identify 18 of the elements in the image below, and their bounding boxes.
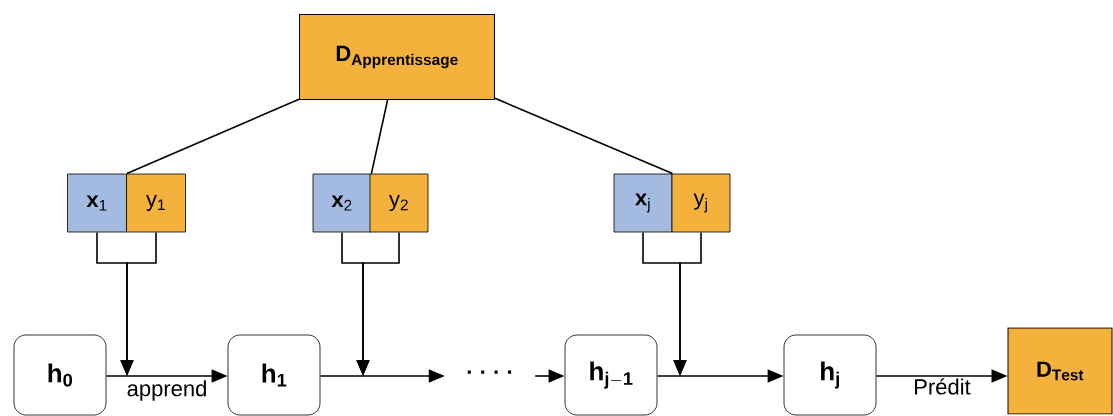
state-box: $\mathbf{h}_{\mathbf{j-1}}$: [564, 334, 658, 416]
data-box: $\mathbf{D}_{\mathbf{Test}}$: [1007, 327, 1113, 415]
connector-line: [494, 97, 674, 175]
state-box: $\mathbf{h}_{\mathbf{0}}$: [13, 334, 107, 416]
state-box: $\mathbf{h}_{\mathbf{1}}$: [227, 334, 321, 416]
feature-box: $\mathbf{x}_{\mathrm{2}}$: [312, 173, 372, 233]
connector-line: [370, 99, 389, 175]
feature-box: $\mathbf{x}_{\mathrm{j}}$: [613, 173, 673, 233]
label-box: $\mathrm{y}_{\mathrm{1}}$: [126, 173, 186, 233]
edge-label: Prédit: [915, 378, 971, 395]
data-box: $\mathbf{D}_{\mathbf{Apprentissage}}$: [299, 14, 495, 100]
label-box: $\mathrm{y}_{\mathrm{2}}$: [369, 173, 429, 233]
connector-line: [126, 98, 300, 175]
feature-box: $\mathbf{x}_{\mathrm{1}}$: [67, 173, 127, 233]
ellipsis-text: · · · ·: [467, 370, 512, 374]
edge-label: apprend: [127, 380, 206, 401]
label-box: $\mathrm{y}_{\mathrm{j}}$: [671, 173, 731, 233]
state-box: $\mathbf{h}_{\mathbf{j}}$: [783, 334, 877, 416]
